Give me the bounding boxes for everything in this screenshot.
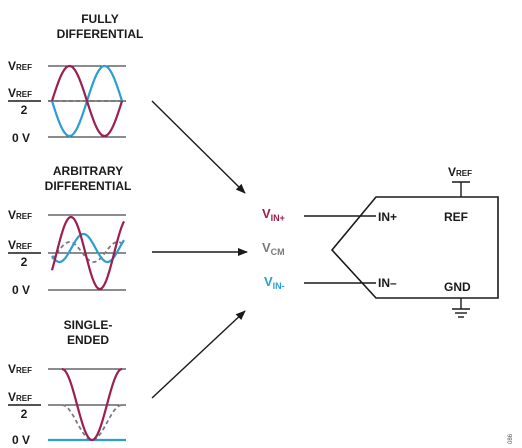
fully-vref-label: VREF <box>8 59 32 73</box>
arbitrary-vref-label: VREF <box>8 208 32 222</box>
figure-id: 086 <box>508 433 514 444</box>
adc-in-minus-label: IN– <box>378 276 397 290</box>
single-zero-label: 0 V <box>12 433 30 447</box>
adc-gnd-label: GND <box>444 280 471 294</box>
arbitrary-differential-panel: ARBITRARY DIFFERENTIAL VREF VREF 2 0 V <box>8 164 131 297</box>
single-vref-label: VREF <box>8 362 32 376</box>
fully-title-line1: FULLY <box>81 12 119 26</box>
single-half-denominator: 2 <box>21 407 28 421</box>
fully-vin-plus-wave <box>50 64 124 138</box>
adc-vref-label: VREF <box>448 165 472 179</box>
vin-plus-label: VIN+ <box>262 206 285 223</box>
single-vin-plus-wave <box>61 367 123 442</box>
fully-half-denominator: 2 <box>21 103 28 117</box>
arrow-top <box>151 100 246 194</box>
single-title-line2: ENDED <box>67 333 109 347</box>
arbitrary-vref-half-label: VREF <box>8 238 32 252</box>
adc-block: IN+ IN– REF GND VREF <box>304 165 499 318</box>
single-vref-half-label: VREF <box>8 390 32 404</box>
fully-differential-panel: FULLY DIFFERENTIAL VREF VREF 2 0 V <box>8 12 143 145</box>
single-title-line1: SINGLE- <box>64 318 113 332</box>
single-vcm-wave <box>61 404 123 441</box>
ground-icon <box>452 308 470 318</box>
adc-outline <box>330 196 499 299</box>
fully-zero-label: 0 V <box>12 131 30 145</box>
fully-vref-half-label: VREF <box>8 86 32 100</box>
arbitrary-zero-label: 0 V <box>12 283 30 297</box>
arbitrary-title-line1: ARBITRARY <box>53 164 123 178</box>
adc-ref-label: REF <box>444 210 468 224</box>
arbitrary-title-line2: DIFFERENTIAL <box>45 179 132 193</box>
single-ended-panel: SINGLE- ENDED VREF VREF 2 0 V <box>8 318 126 447</box>
vcm-label: VCM <box>262 240 285 257</box>
arbitrary-half-denominator: 2 <box>21 255 28 269</box>
vin-minus-label: VIN- <box>264 274 285 291</box>
fully-title-line2: DIFFERENTIAL <box>57 27 144 41</box>
arrow-bottom <box>151 310 246 399</box>
arbitrary-vin-plus-wave <box>50 215 125 291</box>
adc-in-plus-label: IN+ <box>378 210 397 224</box>
